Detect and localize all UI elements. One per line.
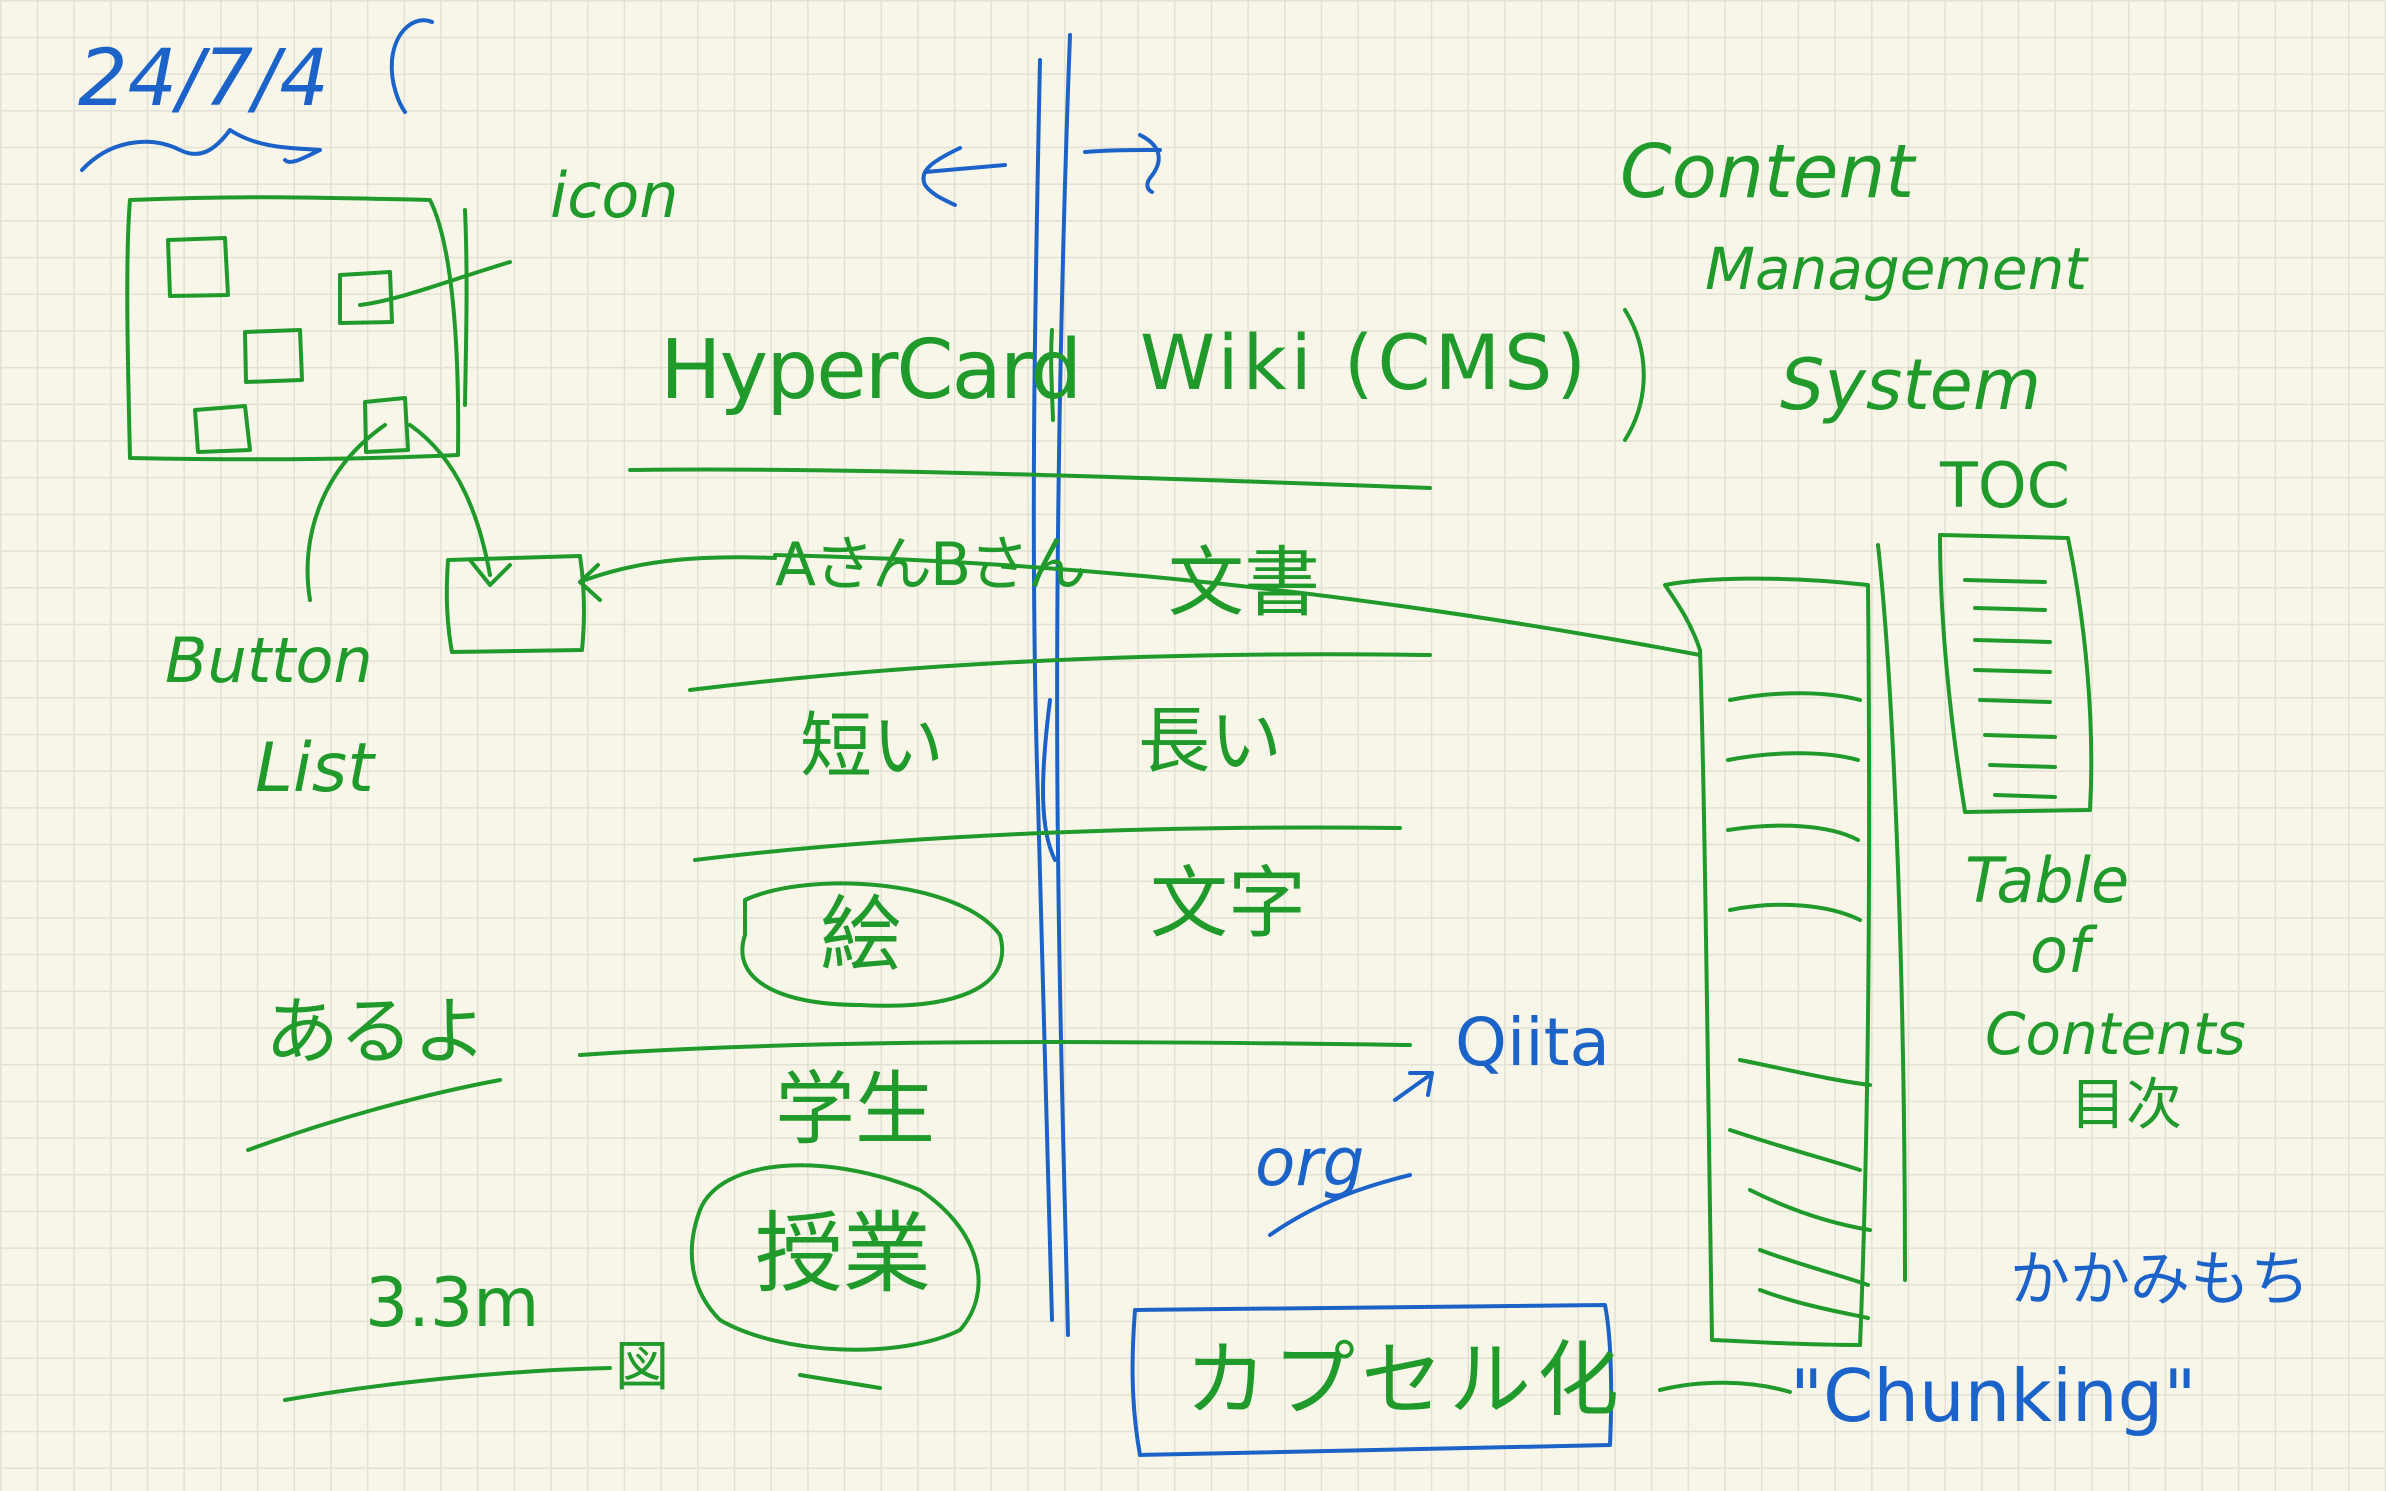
toc-line-8	[1993, 793, 2057, 799]
row2-right-label: 長い	[1138, 699, 1283, 783]
panel-line-7	[1748, 1188, 1872, 1232]
aruhi-underline	[246, 1078, 502, 1152]
content-label: Content	[1620, 129, 1915, 215]
panel-line-6	[1728, 1128, 1862, 1172]
card-icon-1	[166, 236, 230, 298]
list-box	[444, 554, 587, 654]
left-arrow	[923, 163, 1007, 174]
row-line-4	[578, 1040, 1412, 1057]
card-icon-3	[243, 328, 304, 384]
system-label: System	[1780, 344, 2042, 426]
capsule-box	[1130, 1303, 1614, 1457]
capsule-label: カプセル化	[1185, 1333, 1626, 1428]
toc-line-7	[1988, 763, 2057, 769]
card-icon-2	[338, 270, 394, 325]
panel-line-4	[1728, 902, 1862, 922]
date-label: 24/7/4	[78, 34, 330, 124]
toc-line-5	[1978, 698, 2052, 704]
list-arrow	[583, 555, 777, 582]
toc-box	[1938, 533, 2094, 814]
center-divider-line-2	[1055, 33, 1072, 1337]
toc-line-1	[1963, 578, 2047, 584]
toc-line-3	[1973, 638, 2052, 644]
mokuji-label: 目次	[2070, 1073, 2182, 1138]
qiita-label: Qiita	[1455, 1004, 1610, 1081]
contents-label: Contents	[1985, 1000, 2246, 1068]
list-arrow-head	[578, 563, 602, 602]
button-label: Button	[165, 624, 373, 697]
list-panel-scrollbar	[1876, 543, 1907, 1282]
toc-line-2	[1973, 606, 2047, 612]
hypercard-label: HyperCard	[660, 323, 1082, 418]
icon-label: icon	[550, 159, 679, 232]
panel-line-3	[1726, 823, 1860, 842]
gakusei-label: 学生	[775, 1063, 935, 1156]
hypercard-wiki-divider	[1049, 328, 1055, 422]
qiita-arrow	[1393, 1073, 1432, 1102]
aruhi-label: あるよ	[265, 989, 487, 1075]
toc-line-4	[1973, 668, 2052, 674]
card-icon-4	[193, 404, 252, 454]
list-panel	[1663, 576, 1872, 1347]
left-arrow-head	[921, 146, 962, 207]
row1-to-list-line	[773, 553, 1702, 657]
row1-right-label: 文書	[1168, 538, 1320, 627]
panel-line-5	[1738, 1058, 1872, 1087]
circle-jugyou	[689, 1163, 981, 1352]
panel-line-1	[1728, 691, 1862, 702]
card-icon-5	[363, 396, 410, 454]
zu-label: 図	[615, 1335, 669, 1398]
panel-line-2	[1726, 751, 1860, 762]
org-label: org	[1255, 1124, 1365, 1201]
capsule-to-chunking	[1658, 1380, 1792, 1394]
chunking-label: "Chunking"	[1790, 1354, 2197, 1438]
wiki-cms-label: Wiki (CMS)	[1140, 318, 1591, 407]
button-to-list-arrow	[408, 423, 492, 577]
toc-label: TOC	[1940, 449, 2070, 522]
management-label: Management	[1705, 235, 2088, 303]
date-brace	[80, 128, 322, 172]
center-divider-line	[1031, 58, 1054, 1322]
button-curve	[305, 423, 387, 602]
jugyou-label: 授業	[755, 1202, 932, 1305]
circle-e	[740, 881, 1004, 1008]
row-line-1	[628, 467, 1432, 490]
sanzan-label: 3.3m	[365, 1264, 540, 1343]
card-window	[125, 195, 461, 462]
zu-connector	[798, 1373, 882, 1390]
wiki-paren-close	[1623, 308, 1646, 442]
row1-left-label: AさんBさん	[775, 530, 1087, 600]
panel-line-9	[1758, 1288, 1870, 1320]
sanzan-underline	[283, 1366, 612, 1402]
date-bracket	[389, 18, 434, 114]
panel-line-8	[1758, 1248, 1870, 1287]
row-line-2	[688, 652, 1432, 692]
row-line-3	[693, 825, 1402, 862]
card-vertical-mark	[463, 208, 469, 407]
org-underline	[1268, 1173, 1412, 1237]
list-label: List	[255, 729, 374, 808]
row2-left-label: 短い	[800, 704, 945, 788]
row3-right-label: 文字	[1150, 859, 1307, 949]
toc-line-6	[1983, 733, 2057, 739]
center-divider-line-3	[1041, 698, 1057, 862]
right-arrow	[1083, 148, 1162, 154]
e-label: 絵	[820, 888, 903, 983]
table-label: Table	[1965, 844, 2130, 917]
icon-pointer-line	[358, 260, 512, 307]
right-arrow-head	[1138, 133, 1161, 194]
arrow-head-list	[468, 558, 512, 587]
of-label: of	[2030, 914, 2090, 987]
qiita-arrow-head	[1408, 1071, 1434, 1097]
kakamimochi-label: かかみもち	[2010, 1245, 2310, 1315]
